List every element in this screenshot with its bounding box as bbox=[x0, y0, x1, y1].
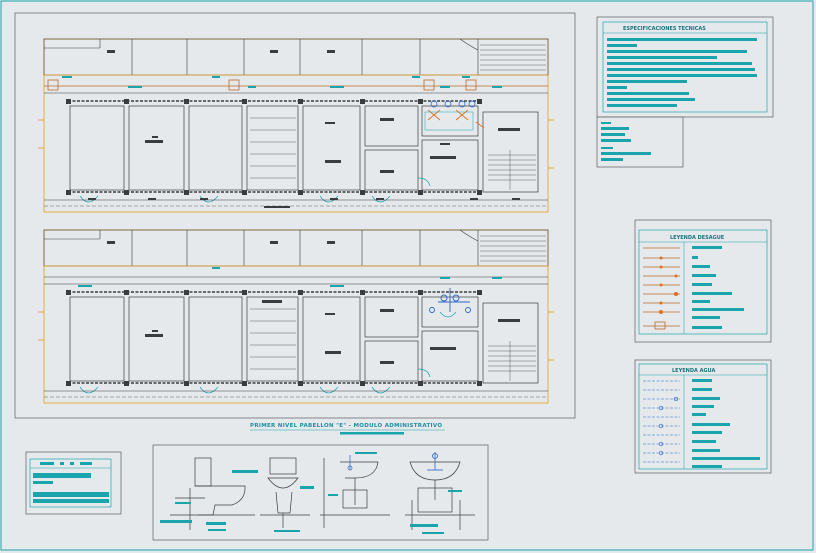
plan-agua[interactable] bbox=[38, 229, 554, 404]
legend-desague: LEYENDA DESAGUE bbox=[634, 219, 772, 343]
sheet-title: PRIMER NIVEL PABELLON "E" - MODULO ADMIN… bbox=[250, 423, 442, 429]
legend-desague-title: LEYENDA DESAGUE bbox=[670, 235, 725, 241]
specs-panel: ESPECIFICACIONES TECNICAS bbox=[596, 16, 774, 168]
specs-title: ESPECIFICACIONES TECNICAS bbox=[623, 26, 706, 32]
plan-frame bbox=[14, 12, 576, 419]
legend-agua: LEYENDA AGUA bbox=[634, 359, 772, 474]
plan-desague[interactable] bbox=[38, 38, 554, 213]
sanitary-details bbox=[152, 444, 489, 541]
notes-panel bbox=[25, 451, 122, 515]
legend-agua-title: LEYENDA AGUA bbox=[672, 368, 715, 374]
